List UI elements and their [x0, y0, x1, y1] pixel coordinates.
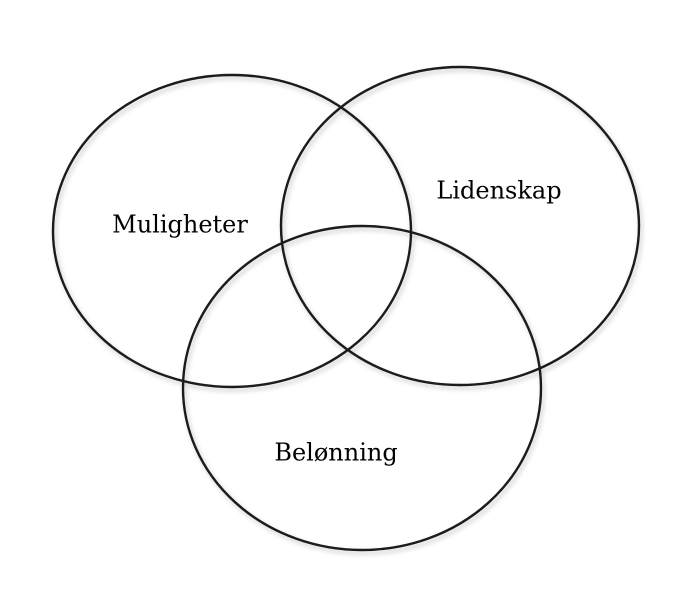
- label-belonning: Belønning: [274, 439, 397, 467]
- circle-belonning: [181, 224, 543, 552]
- venn-circles: [51, 65, 641, 552]
- circle-lidenskap: [279, 65, 641, 387]
- label-lidenskap: Lidenskap: [436, 177, 561, 205]
- venn-labels: Muligheter Lidenskap Belønning: [112, 177, 561, 467]
- label-muligheter: Muligheter: [112, 211, 248, 239]
